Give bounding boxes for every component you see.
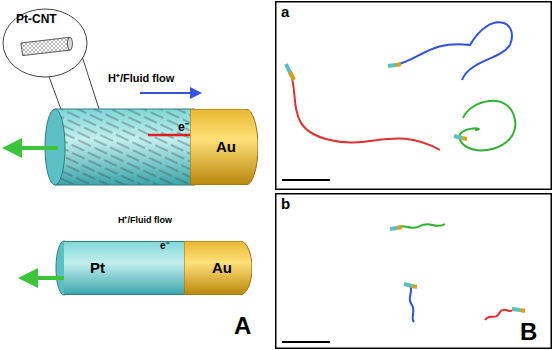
part-name: Au — [216, 138, 236, 155]
panel-outline — [275, 1, 552, 190]
panel-letter: a — [281, 3, 289, 20]
panel-outline — [275, 193, 552, 349]
part-name: Pt-CNT — [16, 12, 57, 26]
figure-letter: B — [520, 318, 537, 346]
figure-letter: A — [234, 312, 251, 340]
panel-letter: b — [281, 195, 290, 212]
inset-callout: Pt-CNT — [2, 8, 88, 78]
part-name: Au — [212, 259, 232, 276]
segment-shape: Au — [184, 241, 252, 295]
segment-shape: Au — [190, 109, 258, 185]
flow-label: H⁺/Fluid flow — [108, 70, 174, 85]
electron-label: e⁻ — [178, 118, 189, 135]
flow-label: H⁺/Fluid flow — [118, 213, 172, 226]
electron-label: e⁻ — [160, 238, 169, 252]
pt-outline — [64, 241, 188, 295]
segment-shape: Pt — [64, 241, 188, 295]
panel-frame: a — [275, 1, 552, 190]
part-name: Pt — [90, 259, 105, 276]
panel-frame: b — [275, 193, 552, 349]
